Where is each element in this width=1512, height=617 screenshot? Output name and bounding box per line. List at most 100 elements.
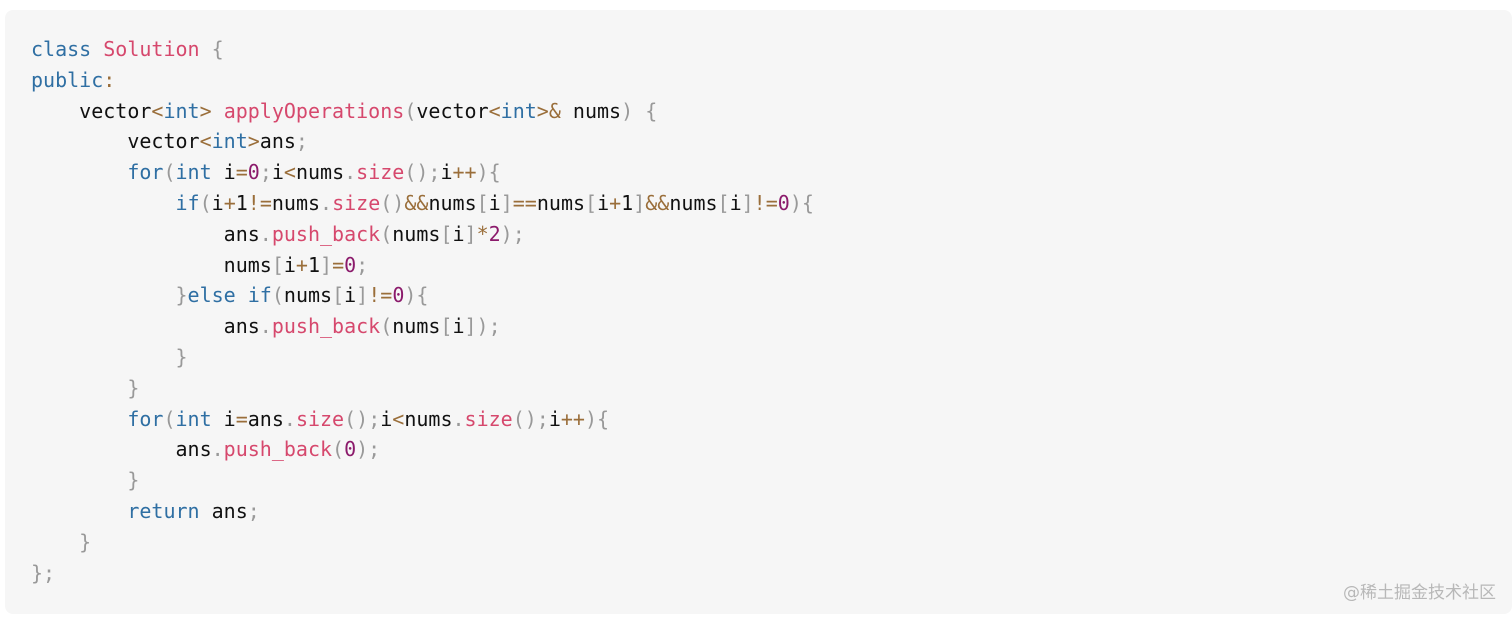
code-content: class Solution {public: vector<int> appl… xyxy=(31,34,814,588)
code-line: class Solution { xyxy=(31,34,814,65)
code-token: int xyxy=(163,98,200,123)
code-token: < xyxy=(199,129,212,154)
code-token: i xyxy=(211,406,236,431)
code-block: class Solution {public: vector<int> appl… xyxy=(5,10,1512,614)
code-token: . xyxy=(344,160,357,185)
code-token: >& xyxy=(536,98,561,123)
code-token: [ xyxy=(585,190,598,215)
code-token: ans xyxy=(31,221,260,246)
code-line: public: xyxy=(31,65,814,96)
code-line: for(int i=0;i<nums.size();i++){ xyxy=(31,157,814,188)
code-token: 1 xyxy=(307,252,321,277)
code-token: int xyxy=(211,129,248,154)
code-token: i xyxy=(380,406,393,431)
code-token: nums xyxy=(536,190,586,215)
code-token: ( xyxy=(380,314,393,339)
code-token: . xyxy=(320,190,333,215)
code-token: return xyxy=(127,498,200,523)
code-token xyxy=(31,376,127,400)
code-token: [ xyxy=(440,314,453,339)
code-token: 0 xyxy=(392,283,405,308)
code-token xyxy=(31,160,127,184)
code-token: ans xyxy=(199,498,248,523)
code-token: = xyxy=(235,406,248,431)
code-token: [ xyxy=(476,190,489,215)
code-token: size xyxy=(356,160,405,185)
code-token: ) xyxy=(621,98,634,123)
code-token: i xyxy=(271,160,284,185)
code-line: ans.push_back(nums[i]*2); xyxy=(31,219,814,250)
code-token: && xyxy=(645,190,670,215)
code-token: [ xyxy=(332,283,345,308)
code-token: ( xyxy=(163,406,176,431)
code-line: ans.push_back(0); xyxy=(31,434,814,465)
code-token: i xyxy=(211,160,236,185)
code-token: . xyxy=(211,437,224,462)
code-token: [ xyxy=(271,252,284,277)
code-token: vector xyxy=(31,129,200,154)
code-token xyxy=(31,283,176,307)
code-token: ] xyxy=(356,283,369,308)
code-token: ] xyxy=(741,190,754,215)
code-token: ] xyxy=(320,252,333,277)
code-token: { xyxy=(645,98,658,123)
code-token: } xyxy=(127,375,140,400)
code-line: }; xyxy=(31,558,814,589)
code-token: . xyxy=(283,406,296,431)
watermark-text: @稀土掘金技术社区 xyxy=(1343,583,1496,603)
code-token xyxy=(91,37,103,61)
code-token: > xyxy=(247,129,260,154)
code-token: + xyxy=(295,252,308,277)
code-token: != xyxy=(368,283,393,308)
code-token: ]); xyxy=(464,314,501,339)
code-token: applyOperations xyxy=(223,98,405,123)
code-token: class xyxy=(31,37,92,61)
code-token: ans xyxy=(31,437,212,462)
code-line: for(int i=ans.size();i<nums.size();i++){ xyxy=(31,404,814,435)
code-token: nums xyxy=(283,283,333,308)
code-token xyxy=(31,345,176,369)
code-token: ); xyxy=(356,437,381,462)
code-token: push_back xyxy=(271,221,381,246)
code-token: ( xyxy=(199,190,212,215)
code-token: (); xyxy=(404,160,441,185)
code-token: nums xyxy=(669,190,718,215)
code-token: ] xyxy=(464,221,477,246)
code-line: vector<int>ans; xyxy=(31,126,814,157)
code-token: [ xyxy=(717,190,730,215)
code-token xyxy=(212,99,224,123)
code-token: nums xyxy=(392,314,441,339)
code-token: ( xyxy=(163,160,176,185)
code-token xyxy=(31,468,127,492)
code-token: size xyxy=(332,190,381,215)
code-token: i xyxy=(452,314,465,339)
code-token: ans xyxy=(247,406,284,431)
code-token: + xyxy=(223,190,236,215)
code-token: == xyxy=(512,190,537,215)
code-token: 0 xyxy=(344,437,357,462)
code-token: int xyxy=(175,406,212,431)
code-token: ans xyxy=(259,129,296,154)
code-token xyxy=(236,283,248,307)
code-line: return ans; xyxy=(31,496,814,527)
code-token: } xyxy=(79,529,92,554)
code-token: i xyxy=(452,221,465,246)
code-token: i xyxy=(211,190,224,215)
code-token: Solution xyxy=(103,37,200,61)
code-token: ++ xyxy=(560,406,585,431)
code-token: nums xyxy=(428,190,477,215)
code-line: nums[i+1]=0; xyxy=(31,250,814,281)
code-token: i xyxy=(344,283,357,308)
code-token: i xyxy=(283,252,296,277)
code-token: ; xyxy=(247,498,260,523)
code-token: i xyxy=(597,190,610,215)
code-token: ); xyxy=(500,221,525,246)
code-token: nums xyxy=(392,221,441,246)
code-line: } xyxy=(31,465,814,496)
code-token: ; xyxy=(259,160,272,185)
code-token: nums xyxy=(295,160,345,185)
code-token: int xyxy=(175,160,212,185)
code-token: if xyxy=(247,283,272,308)
code-token: nums xyxy=(271,190,321,215)
code-token: vector xyxy=(416,98,489,123)
